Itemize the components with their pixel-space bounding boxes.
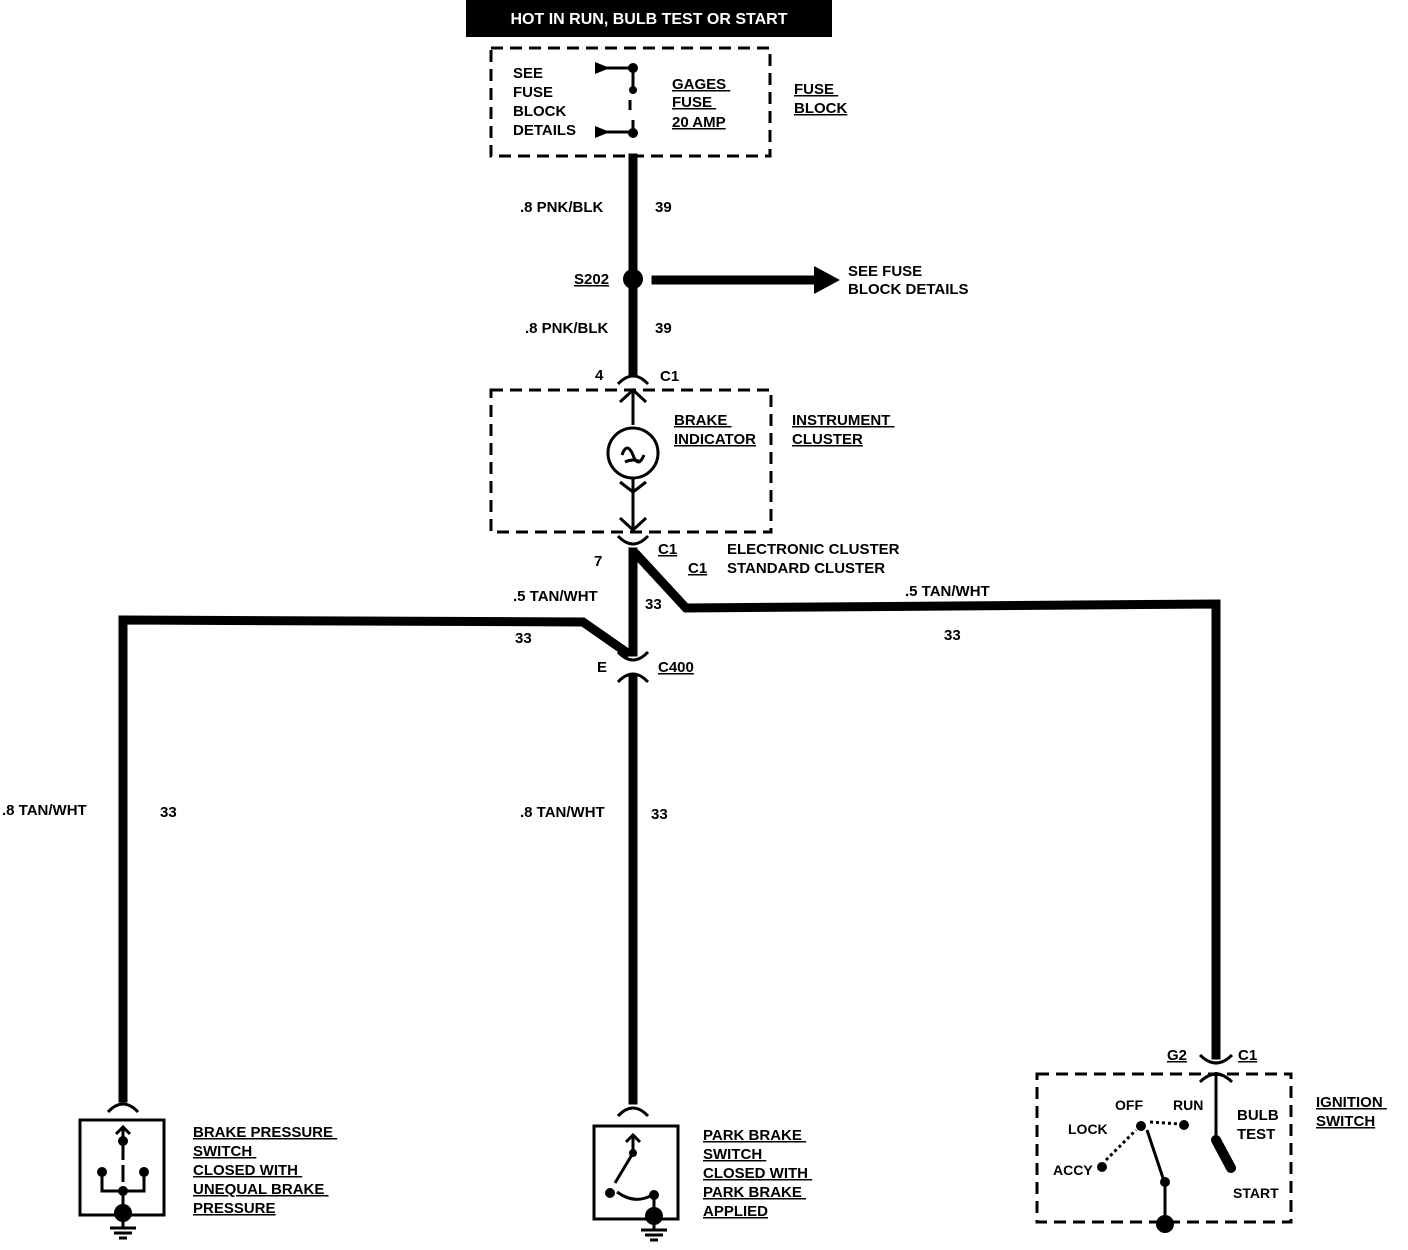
ignition-lock-label: LOCK: [1068, 1121, 1108, 1137]
cluster-top-connector: [616, 374, 650, 386]
wire-33-left-branch: [118, 615, 633, 1103]
ignition-switch-label: IGNITION SWITCH: [1316, 1094, 1387, 1130]
ignition-switch-outline: [1035, 1072, 1293, 1224]
wire-39-lower-gauge: .8 PNK/BLK: [525, 320, 609, 337]
park-brake-switch: [592, 1106, 680, 1225]
cluster-variant-electronic: ELECTRONIC CLUSTER: [727, 541, 900, 558]
cluster-bottom-pin: 7: [594, 553, 602, 570]
gages-fuse-label: GAGES FUSE 20 AMP: [672, 76, 730, 131]
ignition-bulb-test-label: BULB TEST: [1237, 1107, 1283, 1143]
wire-center-lower-gauge: .8 TAN/WHT: [520, 804, 605, 821]
wire-33-center-upper-circuit: 33: [645, 596, 662, 613]
cluster-top-pin: 4: [595, 367, 604, 384]
ignition-off-label: OFF: [1115, 1097, 1143, 1113]
wire-left-circuit: 33: [515, 630, 532, 647]
wire-right-circuit: 33: [944, 627, 961, 644]
cluster-bottom-conn-2: C1: [688, 560, 707, 577]
wire-left-vertical-gauge: .8 TAN/WHT: [2, 802, 87, 819]
cluster-bottom-connector: [616, 534, 650, 546]
wire-right-gauge: .5 TAN/WHT: [905, 583, 990, 600]
ignition-connector-top: [1198, 1053, 1234, 1065]
instrument-cluster-label: INSTRUMENT CLUSTER: [792, 412, 895, 448]
cluster-variant-standard: STANDARD CLUSTER: [727, 560, 885, 577]
wire-left-gauge: .5 TAN/WHT: [513, 588, 598, 605]
cluster-top-conn-label: C1: [660, 368, 679, 385]
wire-39-upper-circuit: 39: [655, 199, 672, 216]
ignition-pin: G2: [1167, 1047, 1187, 1064]
ignition-start-label: START: [1233, 1185, 1279, 1201]
ignition-run-label: RUN: [1173, 1097, 1203, 1113]
fuse-block-outline: [489, 46, 772, 158]
fuse-block-label: FUSE BLOCK: [794, 81, 847, 117]
ignition-accy-label: ACCY: [1053, 1162, 1093, 1178]
wire-left-vertical-circuit: 33: [160, 804, 177, 821]
park-brake-switch-label: PARK BRAKE SWITCH CLOSED WITH PARK BRAKE…: [703, 1127, 812, 1220]
c400-connector-bottom: [616, 672, 650, 684]
splice-s202: [623, 269, 643, 289]
brake-indicator-label: BRAKE INDICATOR: [674, 412, 756, 448]
wire-center-lower-circuit: 33: [651, 806, 668, 823]
cluster-bottom-conn-1: C1: [658, 541, 677, 558]
ignition-switch-contacts: [1097, 1072, 1236, 1233]
wire-33-right-branch: [631, 549, 1221, 1060]
ground-icon: [110, 1218, 136, 1240]
wire-39-lower-circuit: 39: [655, 320, 672, 337]
splice-arrow: [651, 266, 840, 294]
header-title: HOT IN RUN, BULB TEST OR START: [510, 11, 787, 28]
c400-connector-top: [616, 650, 650, 662]
brake-pressure-switch-label: BRAKE PRESSURE SWITCH CLOSED WITH UNEQUA…: [193, 1124, 337, 1217]
splice-arrow-label: SEE FUSE BLOCK DETAILS: [848, 263, 969, 298]
brake-indicator-bulb-icon: [606, 387, 660, 533]
header-banner: [466, 0, 832, 37]
fuse-block-details-label: SEE FUSE BLOCK DETAILS: [513, 65, 576, 139]
brake-pressure-switch: [78, 1102, 166, 1222]
ground-icon: [641, 1222, 667, 1242]
wire-39-upper-gauge: .8 PNK/BLK: [520, 199, 604, 216]
ignition-conn-label: C1: [1238, 1047, 1257, 1064]
splice-s202-label: S202: [574, 271, 609, 288]
fuse-symbol: [595, 62, 638, 138]
c400-pin: E: [597, 659, 607, 676]
c400-label: C400: [658, 659, 694, 676]
